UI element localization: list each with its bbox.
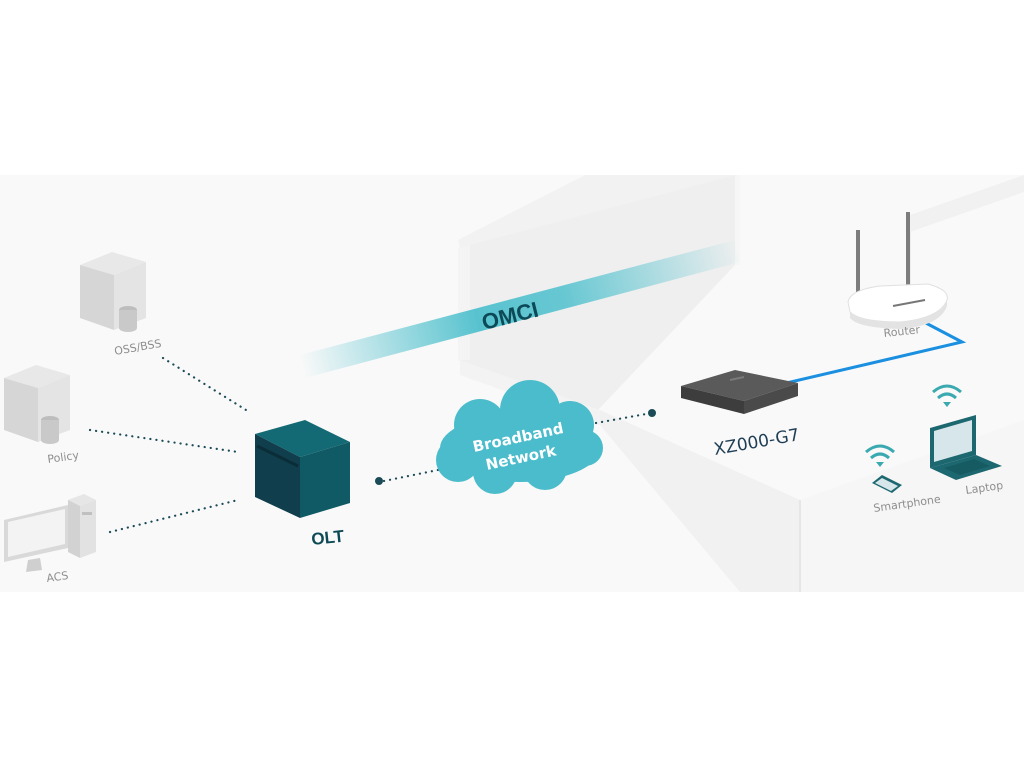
server-with-database-icon [4, 365, 70, 444]
link-oss-olt [161, 356, 248, 412]
broadband-network[interactable]: Broadband Network [436, 380, 603, 494]
oss-bss-server[interactable]: OSS/BSS [80, 252, 162, 358]
desktop-computer-icon [4, 494, 96, 572]
dotted-links [88, 356, 656, 534]
router-icon [847, 212, 948, 329]
wifi-icon [932, 384, 962, 407]
laptop-icon [930, 415, 1002, 480]
acs-workstation[interactable]: ACS [4, 494, 96, 585]
olt-node[interactable]: OLT [255, 420, 350, 549]
smartphone-icon [872, 475, 902, 493]
link-endpoint-ont [648, 409, 656, 417]
cloud-icon [436, 380, 603, 494]
laptop-node[interactable]: Laptop [930, 384, 1004, 497]
server-with-database-icon [80, 252, 146, 332]
link-policy-olt [88, 428, 240, 454]
ont-device-icon [681, 370, 798, 414]
link-acs-olt [108, 498, 240, 534]
policy-label: Policy [47, 449, 81, 466]
wifi-icon [865, 444, 895, 467]
ethernet-link [781, 319, 967, 386]
router-label: Router [883, 323, 921, 340]
policy-server[interactable]: Policy [4, 365, 80, 466]
laptop-label: Laptop [965, 479, 1004, 497]
acs-label: ACS [46, 569, 70, 585]
olt-cube-icon [255, 420, 350, 518]
router-node[interactable]: Router [847, 212, 948, 340]
link-endpoint-olt [375, 477, 383, 485]
link-cloud-ont [594, 412, 648, 425]
olt-label: OLT [310, 527, 345, 549]
